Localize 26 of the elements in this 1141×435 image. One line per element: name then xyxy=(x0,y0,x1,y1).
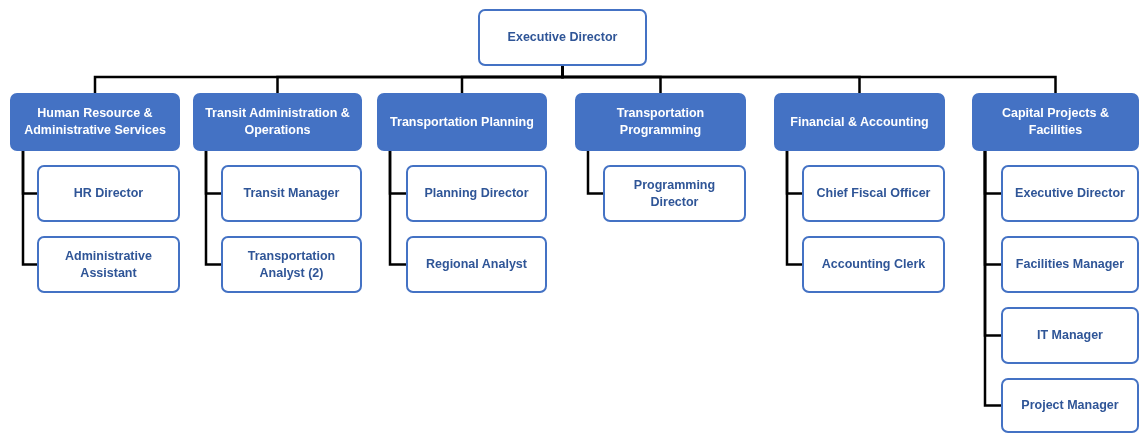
connector-line xyxy=(785,151,802,266)
connector-line xyxy=(388,151,406,266)
position-box: Executive Director xyxy=(1001,165,1139,222)
department-box: Transportation Programming xyxy=(575,93,746,151)
connector-line xyxy=(983,151,1001,407)
position-box: Project Manager xyxy=(1001,378,1139,433)
position-box: Planning Director xyxy=(406,165,547,222)
department-box: Capital Projects & Facilities xyxy=(972,93,1139,151)
department-box: Human Resource & Administrative Services xyxy=(10,93,180,151)
position-box: Chief Fiscal Officer xyxy=(802,165,945,222)
position-box: Executive Director xyxy=(478,9,647,66)
position-box: Facilities Manager xyxy=(1001,236,1139,293)
department-box: Transit Administration & Operations xyxy=(193,93,362,151)
position-box: Regional Analyst xyxy=(406,236,547,293)
connector-line xyxy=(21,151,37,266)
department-box: Transportation Planning xyxy=(377,93,547,151)
connector-line xyxy=(586,151,603,195)
connector-line xyxy=(204,151,221,266)
position-box: IT Manager xyxy=(1001,307,1139,364)
position-box: HR Director xyxy=(37,165,180,222)
position-box: Administrative Assistant xyxy=(37,236,180,293)
position-box: Programming Director xyxy=(603,165,746,222)
position-box: Accounting Clerk xyxy=(802,236,945,293)
position-box: Transportation Analyst (2) xyxy=(221,236,362,293)
position-box: Transit Manager xyxy=(221,165,362,222)
department-box: Financial & Accounting xyxy=(774,93,945,151)
